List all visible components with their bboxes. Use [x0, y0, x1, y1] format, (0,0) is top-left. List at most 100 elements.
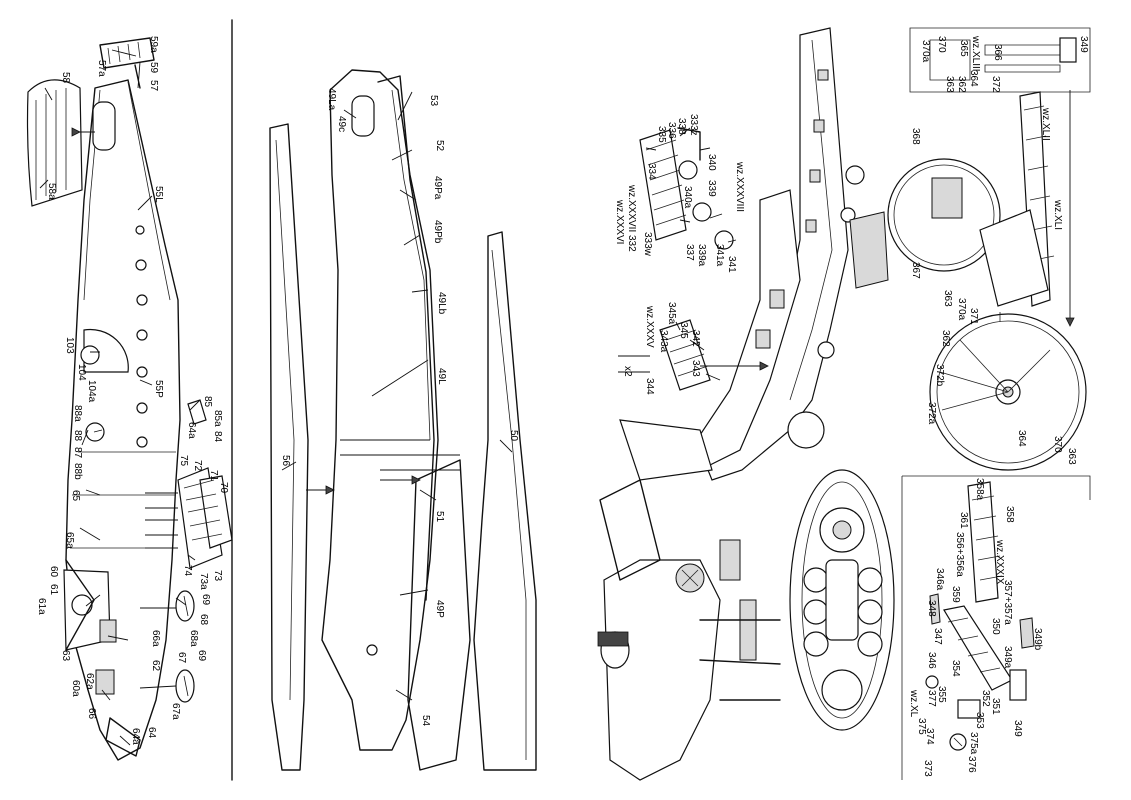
- nose-hub: [71, 594, 93, 616]
- label-367: 367: [910, 262, 921, 279]
- barrel: [599, 479, 661, 581]
- rail-pulley: [817, 341, 835, 359]
- label-49P: 49P: [434, 600, 445, 618]
- label-346: 346: [926, 652, 937, 669]
- leader-lines: [645, 127, 737, 381]
- part-349b: [1019, 617, 1035, 649]
- nose-block: [95, 669, 115, 695]
- frame-block: [813, 119, 825, 133]
- label-57: 57: [148, 80, 159, 92]
- label-358: 358: [1004, 506, 1015, 523]
- label-66: 66: [86, 708, 97, 720]
- part-84-clamp: [187, 399, 207, 425]
- label-60a: 60a: [70, 680, 81, 697]
- part-340: [678, 160, 698, 180]
- label-wz-XXXVI: wz.XXXVI: [614, 200, 625, 245]
- bracket-xli: [979, 209, 1049, 307]
- rail-wheel: [787, 411, 825, 449]
- plate-outline-56: [269, 123, 309, 771]
- porthole: [136, 402, 148, 414]
- label-49c: 49c: [336, 116, 347, 133]
- label-368: 368: [910, 128, 921, 145]
- hatch-opening: [92, 101, 116, 151]
- label-365: 365: [958, 40, 969, 57]
- label-349a: 349a: [1002, 646, 1013, 669]
- turret-top: [619, 419, 713, 481]
- label-wz-XLII: wz.XLII: [1040, 108, 1051, 141]
- label-wz-XXXV: wz.XXXV: [644, 306, 655, 348]
- label-67: 67: [176, 652, 187, 664]
- porthole: [136, 366, 148, 378]
- label-343: 343: [690, 360, 701, 377]
- label-350: 350: [990, 618, 1001, 635]
- label-55P: 55P: [153, 380, 164, 398]
- label-64a-b: 64a: [130, 728, 141, 745]
- wheel-363-rim: [936, 320, 1080, 464]
- label-349: 349: [1078, 36, 1089, 53]
- label-88a: 88a: [72, 405, 83, 422]
- label-63: 63: [60, 650, 71, 662]
- nose-tip: [105, 717, 141, 757]
- label-x2: x2: [622, 366, 633, 377]
- label-340a: 340a: [682, 186, 693, 209]
- label-362-b: 362: [940, 330, 951, 347]
- leader-lines: [39, 49, 201, 746]
- frame-pulley: [845, 165, 865, 185]
- label-370: 370: [936, 36, 947, 53]
- label-73: 73: [212, 570, 223, 582]
- label-351: 351: [990, 698, 1001, 715]
- label-73a: 73a: [198, 573, 209, 590]
- body-lines: [699, 619, 781, 701]
- track-idler: [821, 669, 863, 711]
- label-353: 353: [974, 712, 985, 729]
- nose-block: [99, 619, 117, 643]
- right-panel-assembly: [597, 27, 1091, 781]
- label-332: 332: [626, 235, 637, 252]
- label-376: 376: [966, 756, 977, 773]
- track-sprocket-hub: [832, 520, 852, 540]
- label-349-b: 349: [1012, 720, 1023, 737]
- part-346a: [929, 593, 941, 625]
- part-341: [714, 230, 734, 250]
- label-56: 56: [280, 455, 291, 467]
- body-block: [719, 539, 741, 581]
- part-349-block: [1059, 37, 1077, 63]
- body-dark: [597, 631, 629, 647]
- label-335: 335: [656, 126, 667, 143]
- label-53: 53: [428, 95, 439, 107]
- label-366: 366: [992, 44, 1003, 61]
- part-69-lamp: [175, 590, 195, 622]
- label-58: 58: [60, 72, 71, 84]
- label-51: 51: [434, 511, 445, 523]
- plate-outline-49b: [377, 75, 435, 601]
- label-363-b: 363: [942, 290, 953, 307]
- label-85: 85: [202, 396, 213, 408]
- label-356-356a: 356+356a: [954, 532, 965, 577]
- part-358-ribs: [971, 495, 1003, 581]
- label-52: 52: [434, 140, 445, 152]
- part-59a-ribs: [107, 41, 141, 65]
- label-61a: 61a: [36, 598, 47, 615]
- label-65: 65: [70, 490, 81, 502]
- label-346a: 346a: [934, 568, 945, 591]
- part-353: [957, 699, 981, 719]
- label-345: 345: [678, 322, 689, 339]
- label-68a: 68a: [188, 630, 199, 647]
- plate-fold: [391, 89, 431, 441]
- porthole: [136, 294, 148, 306]
- arrow-head: [325, 485, 335, 495]
- detail-box-xliii: [909, 27, 1091, 93]
- part-342-ribs: [665, 329, 709, 377]
- label-339: 339: [706, 180, 717, 197]
- label-74: 74: [182, 565, 193, 577]
- label-377: 377: [926, 690, 937, 707]
- porthole: [136, 436, 148, 448]
- label-370-b: 370: [1052, 436, 1063, 453]
- label-62: 62: [150, 660, 161, 672]
- part-374-slot: [953, 737, 963, 747]
- label-341: 341: [726, 256, 737, 273]
- detail-box-xxxix: [902, 475, 1091, 500]
- wheel-367-bracket: [931, 177, 963, 219]
- label-69: 69: [200, 594, 211, 606]
